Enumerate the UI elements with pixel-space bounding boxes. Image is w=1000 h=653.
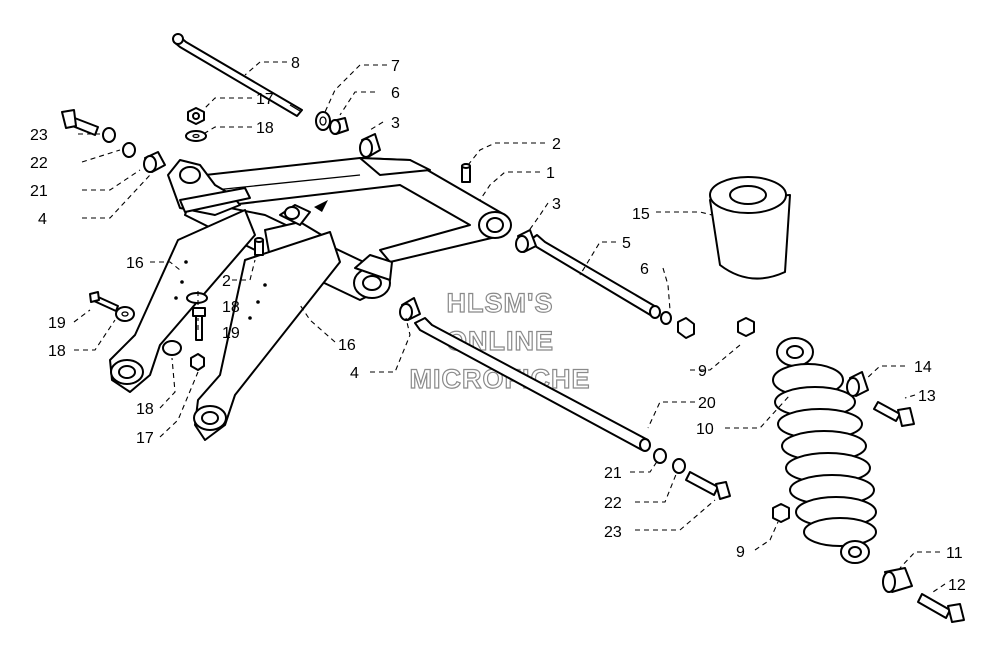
leader-lines <box>73 61 946 595</box>
callout-16-right: 16 <box>338 337 356 354</box>
callout-19-left: 19 <box>48 315 66 332</box>
callout-18: 18 <box>256 120 274 137</box>
bushings <box>399 229 537 321</box>
callout-11: 11 <box>946 545 963 562</box>
small-hardware <box>89 107 471 371</box>
rod-20-hardware <box>653 448 731 500</box>
shock-hardware <box>737 317 965 623</box>
callout-6-right: 6 <box>640 261 649 278</box>
callout-21: 21 <box>30 183 48 200</box>
callout-6: 6 <box>391 85 400 102</box>
callout-3-right: 3 <box>552 196 561 213</box>
callout-18-lower: 18 <box>136 401 154 418</box>
callout-21-right: 21 <box>604 465 622 482</box>
part-20-shaft <box>414 317 651 452</box>
part-16-swing-arm-right <box>193 231 341 441</box>
callout-2: 2 <box>552 136 561 153</box>
watermark: HLSM'S ONLINE MICROFICHE <box>409 287 590 394</box>
rod-5-hardware <box>660 311 695 339</box>
callout-16: 16 <box>126 255 144 272</box>
callout-23-right: 23 <box>604 524 622 541</box>
callout-18-middle: 18 <box>222 299 240 316</box>
callout-22-right: 22 <box>604 495 622 512</box>
part-10-shock-absorber <box>772 337 877 564</box>
callout-9: 9 <box>698 363 707 380</box>
callout-4-lower: 4 <box>350 365 359 382</box>
callout-labels: 8 7 6 3 17 18 23 22 21 4 2 1 3 15 5 6 16… <box>30 55 966 594</box>
left-mount-bracket <box>167 159 251 216</box>
callout-4: 4 <box>38 211 47 228</box>
callout-17: 17 <box>256 91 274 108</box>
direction-arrow-icon <box>314 200 328 212</box>
callout-1: 1 <box>546 165 555 182</box>
callout-17-lower: 17 <box>136 430 154 447</box>
callout-20: 20 <box>698 395 716 412</box>
watermark-line-1: HLSM'S <box>447 288 554 318</box>
callout-15: 15 <box>632 206 650 223</box>
callout-23: 23 <box>30 127 48 144</box>
callout-22: 22 <box>30 155 48 172</box>
callout-9-lower: 9 <box>736 544 745 561</box>
callout-5: 5 <box>622 235 631 252</box>
callout-10: 10 <box>696 421 714 438</box>
callout-13: 13 <box>918 388 936 405</box>
part-8-long-rod <box>172 33 303 117</box>
callout-2-lower: 2 <box>222 273 231 290</box>
rod-8-hardware <box>315 111 381 158</box>
part-15-shock-boot <box>709 176 791 280</box>
callout-12: 12 <box>948 577 966 594</box>
callout-19-middle: 19 <box>222 325 240 342</box>
callout-3: 3 <box>391 115 400 132</box>
part-16-swing-arm-left <box>109 209 256 393</box>
callout-7: 7 <box>391 58 400 75</box>
callout-14: 14 <box>914 359 932 376</box>
left-bolt-stack <box>61 109 166 173</box>
callout-8: 8 <box>291 55 300 72</box>
callout-18-left: 18 <box>48 343 66 360</box>
